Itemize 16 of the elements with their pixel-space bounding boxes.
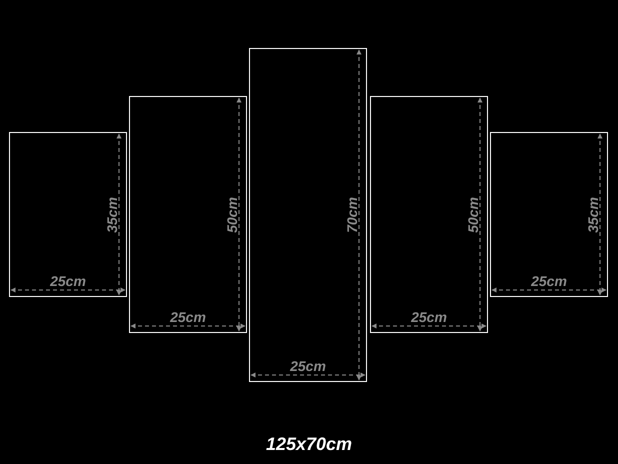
dimension-label: 25cm	[411, 310, 447, 324]
dimension-label: 35cm	[586, 196, 600, 232]
caption: 125x70cm	[264, 435, 354, 453]
canvas-panel	[249, 48, 367, 382]
canvas-panel	[370, 96, 488, 333]
canvas-panel	[9, 132, 127, 297]
dimension-label: 35cm	[105, 196, 119, 232]
dimension-label: 25cm	[290, 359, 326, 373]
dimension-label: 50cm	[466, 196, 480, 232]
dimension-label: 25cm	[50, 274, 86, 288]
dimension-label: 25cm	[531, 274, 567, 288]
dimension-label: 70cm	[345, 197, 359, 233]
canvas-panel	[490, 132, 608, 297]
canvas-panel	[129, 96, 247, 333]
dimension-label: 25cm	[170, 310, 206, 324]
dimension-label: 50cm	[225, 196, 239, 232]
